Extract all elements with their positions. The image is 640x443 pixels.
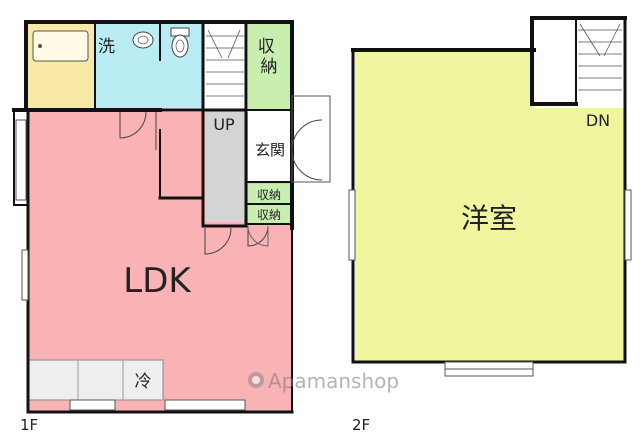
windows-2f [348,189,632,377]
storage-small-2-area [248,205,290,223]
floor-1f-label: 1F [20,416,38,434]
stairs-down-label: DN [586,111,610,130]
storage-main-area [248,24,290,110]
floor-2f-label: 2F [352,416,370,434]
storage-small-1-label: 収納 [257,188,281,202]
storage-small-2-label: 収納 [257,208,281,222]
bathtub-icon [32,30,89,62]
western-room-label: 洋室 [461,202,517,235]
porch [291,95,331,183]
kitchen-counter [27,359,164,401]
sink-icon [132,31,154,49]
stairs-icon [206,29,244,97]
stairs-up-label: UP [213,115,235,134]
walls-1f [12,20,294,414]
first-floor [12,20,331,414]
stairs-down-icon [578,23,622,91]
watermark-logo: Apamanshop [248,369,399,393]
fridge-label: 冷 [135,372,152,392]
storage-small-1-area [248,184,290,204]
storage-main-label-1: 収 納 [258,37,280,77]
entrance-label: 玄関 [255,141,285,159]
stairs-area [204,24,246,110]
second-floor [348,16,632,377]
washroom-label: 洗 [98,37,115,57]
windows-1f [15,119,246,411]
ldk-label: LDK [123,261,192,301]
storage-main-label: 収 [258,37,275,57]
toilet-icon [170,27,190,58]
storage-main-label-second-char: 納 [261,57,278,77]
watermark-text: Apamanshop [268,369,399,393]
entrance-area [248,112,290,182]
stairs-lower-area [205,110,245,222]
